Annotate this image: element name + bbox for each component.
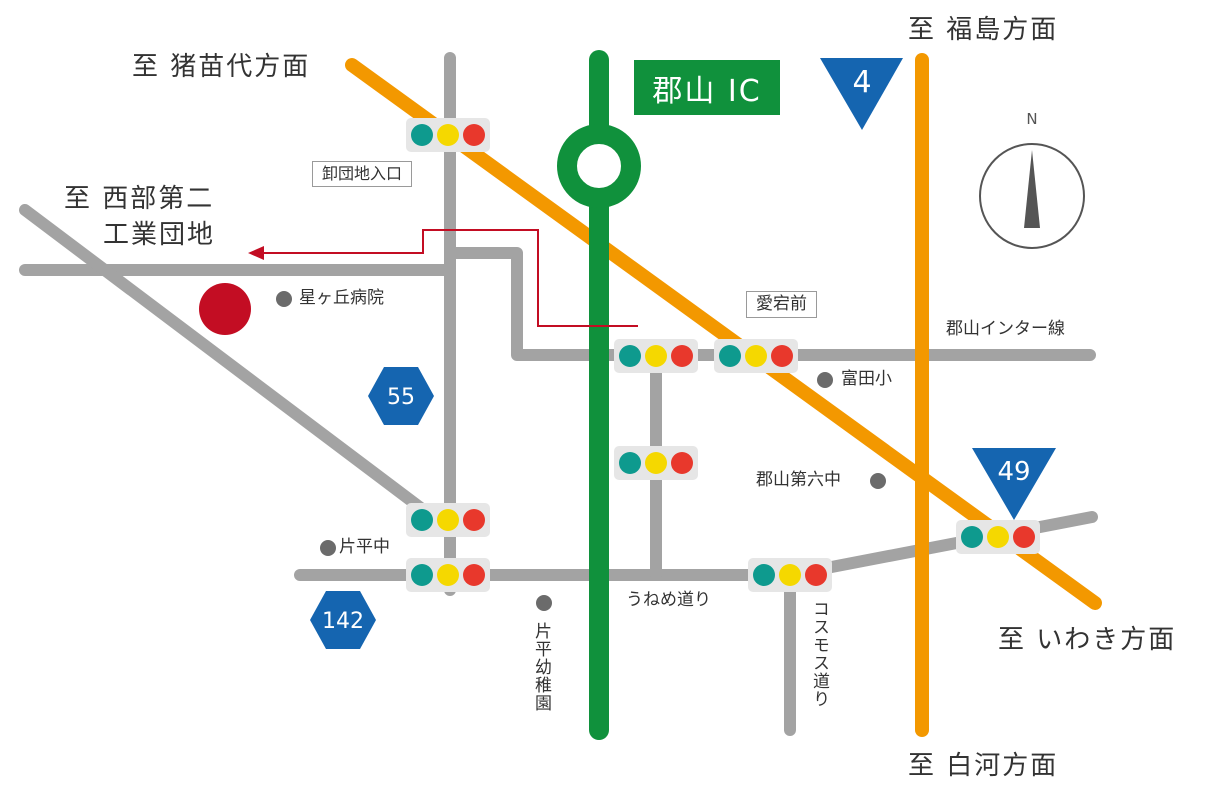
direction-fukushima: 至 福島方面 [908,15,1059,45]
signal-red-lamp [805,564,827,586]
route-guide-line [262,229,638,327]
signal-red-lamp [671,345,693,367]
road-koriyama-inter-line [444,247,1096,361]
signal-yellow-lamp [745,345,767,367]
signal-teal-lamp [753,564,775,586]
route-142-shield: 142 [310,591,376,649]
koriyama-ic-sign: 郡山 IC [634,60,780,115]
route-49-number: 49 [997,457,1030,487]
dairoku-dot [870,473,886,489]
signal-yellow-lamp [645,452,667,474]
traffic-signal-icon [406,503,490,537]
katahira-chu-dot [320,540,336,556]
signal-yellow-lamp [437,124,459,146]
signal-yellow-lamp [779,564,801,586]
compass: N [979,110,1085,249]
signal-teal-lamp [411,124,433,146]
road-label-uneme: うねめ道り [626,590,711,610]
national-routes [345,53,1102,737]
expressway [557,50,641,740]
landmark-katahira-chu: 片平中 [339,537,390,557]
north-label: N [1026,110,1037,128]
intersection-atago: 愛宕前 [746,291,817,318]
destination-marker [199,283,251,335]
signal-teal-lamp [619,452,641,474]
road-label-cosmos: コスモス道り [809,600,829,708]
landmark-dots [276,291,886,611]
katahira-yochien-dot [536,595,552,611]
direction-iwaki: 至 いわき方面 [998,625,1177,655]
landmark-dairoku: 郡山第六中 [756,470,841,490]
direction-seibu-line1: 至 西部第二 [64,184,215,214]
local-roads [19,52,1098,736]
signal-yellow-lamp [645,345,667,367]
signal-red-lamp [463,564,485,586]
route-4-shield: 4 [820,58,903,130]
signal-red-lamp [671,452,693,474]
intersection-oroshi: 卸団地入口 [312,161,413,187]
traffic-signal-icon [614,446,698,480]
signal-teal-lamp [411,564,433,586]
hexagon-shield-icon [368,367,434,425]
route-142-number: 142 [322,609,364,634]
traffic-signals [406,118,1040,592]
traffic-signal-icon [714,339,798,373]
traffic-signal-icon [748,558,832,592]
signal-red-lamp [463,509,485,531]
direction-seibu-line2: 工業団地 [103,220,216,250]
road-route-49 [345,58,1102,610]
route-guide [248,229,638,327]
road-uneme-east [784,511,1098,581]
route-55-number: 55 [387,385,415,410]
signal-teal-lamp [961,526,983,548]
traffic-signal-icon [614,339,698,373]
signal-red-lamp [771,345,793,367]
landmark-katahira-yochien: 片平幼稚園 [531,622,551,712]
road-label-koriyama-inter: 郡山インター線 [946,319,1065,339]
signal-teal-lamp [411,509,433,531]
hexagon-shield-icon [310,591,376,649]
traffic-signal-icon [956,520,1040,554]
road-diagonal-northwest [19,204,456,536]
traffic-signal-icon [406,558,490,592]
signal-yellow-lamp [437,509,459,531]
signal-red-lamp [1013,526,1035,548]
inverted-triangle-shield-icon [972,448,1056,520]
signal-red-lamp [463,124,485,146]
signal-yellow-lamp [437,564,459,586]
direction-shirakawa: 至 白河方面 [908,751,1059,781]
direction-inawashiro: 至 猪苗代方面 [132,52,311,82]
interchange-ring-icon [557,124,641,208]
signal-teal-lamp [719,345,741,367]
inverted-triangle-shield-icon [820,58,903,130]
landmark-tomita: 富田小 [841,369,892,389]
route-49-shield: 49 [972,448,1056,520]
landmark-hoshigaoka: 星ヶ丘病院 [299,288,384,308]
tomita-dot [817,372,833,388]
signal-yellow-lamp [987,526,1009,548]
arrow-left-icon [248,246,264,260]
traffic-signal-icon [406,118,490,152]
route-4-number: 4 [852,65,871,100]
route-55-shield: 55 [368,367,434,425]
signal-teal-lamp [619,345,641,367]
compass-needle-icon [1024,150,1040,228]
hoshigaoka-dot [276,291,292,307]
